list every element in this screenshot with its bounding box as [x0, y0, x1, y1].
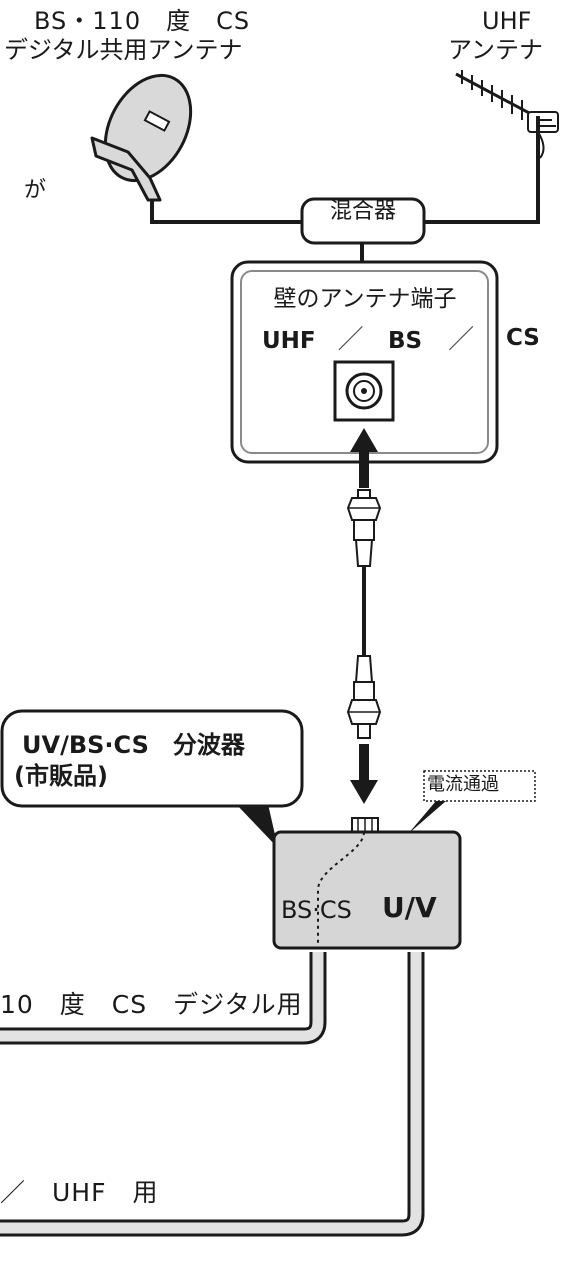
up-arrow-icon	[350, 428, 378, 488]
stray-text: が	[24, 178, 47, 203]
satellite-dish-icon	[90, 73, 193, 222]
splitter-port-bscs: BS·CS	[281, 896, 352, 924]
wall-terminal-title: 壁のアンテナ端子	[273, 286, 457, 312]
uhf-antenna-sublabel: アンテナ	[448, 36, 544, 64]
wall-uhf-label: UHF	[262, 328, 316, 354]
f-connector-upper-icon	[346, 489, 382, 567]
splitter-box	[272, 817, 462, 950]
uhf-output-label: ／ UHF 用	[0, 1178, 159, 1207]
uhf-antenna-icon	[455, 70, 559, 222]
wall-terminal-uhf: UHF ／	[262, 327, 364, 353]
mixer-label: 混合器	[329, 199, 396, 224]
splitter-port-uv: U/V	[382, 891, 437, 924]
uhf-output-cable	[0, 952, 425, 1237]
uhf-antenna-label: UHF	[482, 7, 532, 35]
dish-to-mixer-cable	[150, 220, 302, 224]
bs-cs-output-label: 10 度 CS デジタル用	[0, 990, 303, 1019]
wall-cs-label: CS	[506, 325, 540, 351]
wall-slash-2: ／	[448, 325, 475, 355]
bs-cs-output-cable	[0, 952, 327, 1045]
down-arrow-icon	[350, 744, 378, 804]
f-connector-lower-icon	[346, 655, 382, 739]
wall-slash-1: ／	[337, 325, 364, 355]
splitter-callout-title: UV/BS·CS 分波器	[22, 731, 245, 759]
uhf-to-mixer-cable	[424, 220, 540, 224]
splitter-callout-note: (市販品)	[14, 762, 108, 790]
satellite-antenna-sublabel: デジタル共用アンテナ	[4, 36, 243, 64]
wall-terminal-bs: BS ／	[388, 327, 474, 353]
current-pass-label: 電流通過	[427, 774, 499, 795]
coax-socket-icon	[333, 360, 395, 422]
satellite-antenna-label: BS・110 度 CS	[34, 7, 251, 35]
wall-bs-label: BS	[388, 328, 423, 354]
current-pass-callout	[408, 770, 536, 834]
splitter-callout	[0, 709, 304, 848]
